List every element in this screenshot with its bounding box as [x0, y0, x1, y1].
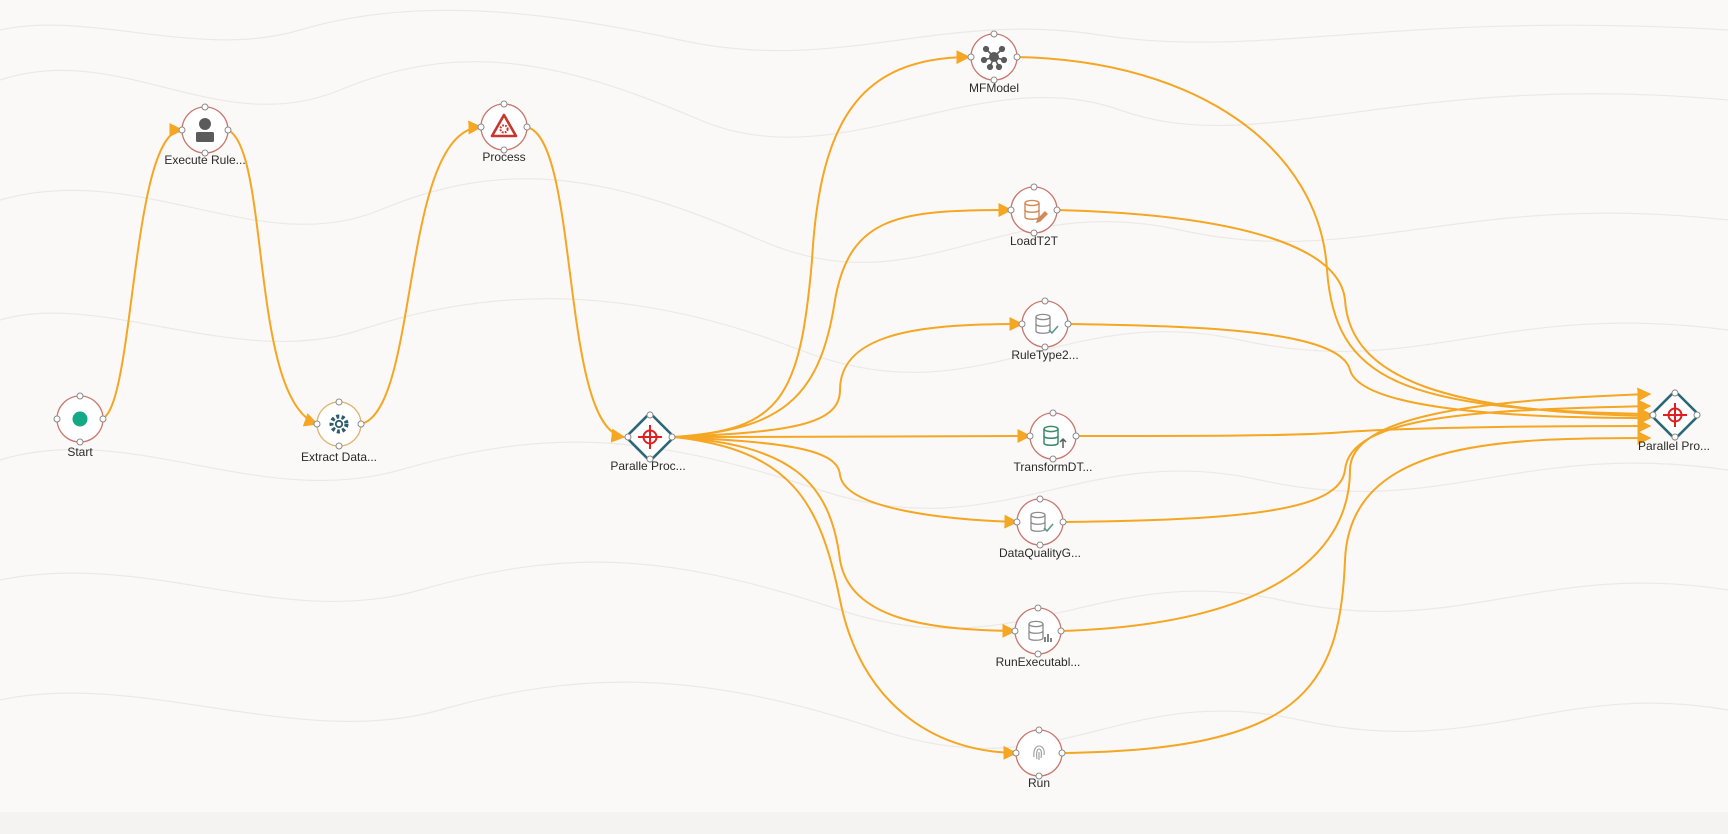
- node-label: Start: [67, 445, 93, 459]
- network-icon: [980, 45, 1008, 71]
- user-icon: [196, 118, 214, 142]
- canvas-footer: [0, 812, 1728, 834]
- node-label: Parallel Pro...: [1638, 439, 1710, 453]
- node-label: DataQualityG...: [999, 546, 1081, 560]
- node-loadt2t[interactable]: LoadT2T: [1007, 183, 1061, 248]
- database-chart-icon: [1028, 620, 1052, 642]
- background-texture: [0, 9, 1728, 749]
- node-label: Process: [482, 150, 525, 164]
- node-run[interactable]: Run: [1012, 726, 1066, 790]
- start-dot-icon: [72, 411, 88, 427]
- node-transform[interactable]: TransformDT...: [1014, 409, 1093, 474]
- database-check-icon: [1035, 313, 1059, 335]
- node-data-quality[interactable]: DataQualityG...: [999, 495, 1081, 560]
- node-ruletype[interactable]: RuleType2...: [1011, 297, 1079, 362]
- edge-ruletype-join[interactable]: [1067, 323, 1652, 425]
- edge-runexec-join[interactable]: [1060, 387, 1652, 632]
- node-label: Run: [1028, 776, 1050, 790]
- node-label: Paralle Proc...: [610, 459, 685, 473]
- edge-start-execute[interactable]: [99, 123, 184, 420]
- fingerprint-icon: [1033, 745, 1045, 760]
- node-mfmodel[interactable]: MFModel: [967, 30, 1021, 95]
- node-label: TransformDT...: [1014, 460, 1093, 474]
- edge-extract-process[interactable]: [360, 120, 483, 425]
- edge-split-runexec[interactable]: [673, 436, 1017, 638]
- node-label: Execute Rule...: [164, 153, 245, 167]
- node-parallel-join[interactable]: Parallel Pro...: [1638, 389, 1710, 453]
- node-parallel-split[interactable]: Paralle Proc...: [610, 411, 686, 473]
- node-start[interactable]: Start: [53, 392, 107, 459]
- node-label: RuleType2...: [1011, 348, 1078, 362]
- edge-run-join[interactable]: [1061, 431, 1652, 754]
- edge-split-run[interactable]: [673, 436, 1018, 760]
- edge-process-split[interactable]: [526, 126, 626, 443]
- node-execute-rule[interactable]: Execute Rule...: [164, 103, 246, 167]
- edge-loadt2t-join[interactable]: [1056, 209, 1652, 423]
- edge-transform-join[interactable]: [1075, 419, 1652, 437]
- edge-dq-join[interactable]: [1062, 399, 1652, 523]
- warning-gear-icon: [490, 113, 518, 138]
- node-run-executable[interactable]: RunExecutabl...: [996, 604, 1081, 669]
- edge-split-loadt2t[interactable]: [673, 203, 1013, 438]
- node-process[interactable]: Process: [477, 100, 531, 164]
- parallel-gateway-icon: [638, 425, 662, 449]
- edge-split-transform[interactable]: [673, 429, 1032, 444]
- edge-split-mfmodel[interactable]: [673, 50, 971, 438]
- gear-icon: [329, 414, 349, 434]
- edge-split-dq[interactable]: [673, 436, 1019, 529]
- workflow-diagram: Start Execute Rule... Extract Da: [0, 9, 1728, 790]
- edges-layer: [99, 50, 1652, 760]
- edge-execute-extract[interactable]: [227, 129, 319, 427]
- database-edit-icon: [1024, 199, 1048, 224]
- node-extract-data[interactable]: Extract Data...: [301, 398, 377, 464]
- node-label: RunExecutabl...: [996, 655, 1081, 669]
- node-label: Extract Data...: [301, 450, 377, 464]
- database-check-icon: [1030, 511, 1054, 533]
- edge-split-ruletype[interactable]: [673, 317, 1024, 438]
- database-upload-icon: [1043, 425, 1067, 448]
- workflow-canvas[interactable]: Start Execute Rule... Extract Da: [0, 0, 1728, 812]
- node-label: MFModel: [969, 81, 1019, 95]
- edge-mfmodel-join[interactable]: [1014, 56, 1652, 421]
- parallel-gateway-icon: [1663, 403, 1687, 427]
- node-label: LoadT2T: [1010, 234, 1059, 248]
- nodes-layer: Start Execute Rule... Extract Da: [53, 30, 1710, 790]
